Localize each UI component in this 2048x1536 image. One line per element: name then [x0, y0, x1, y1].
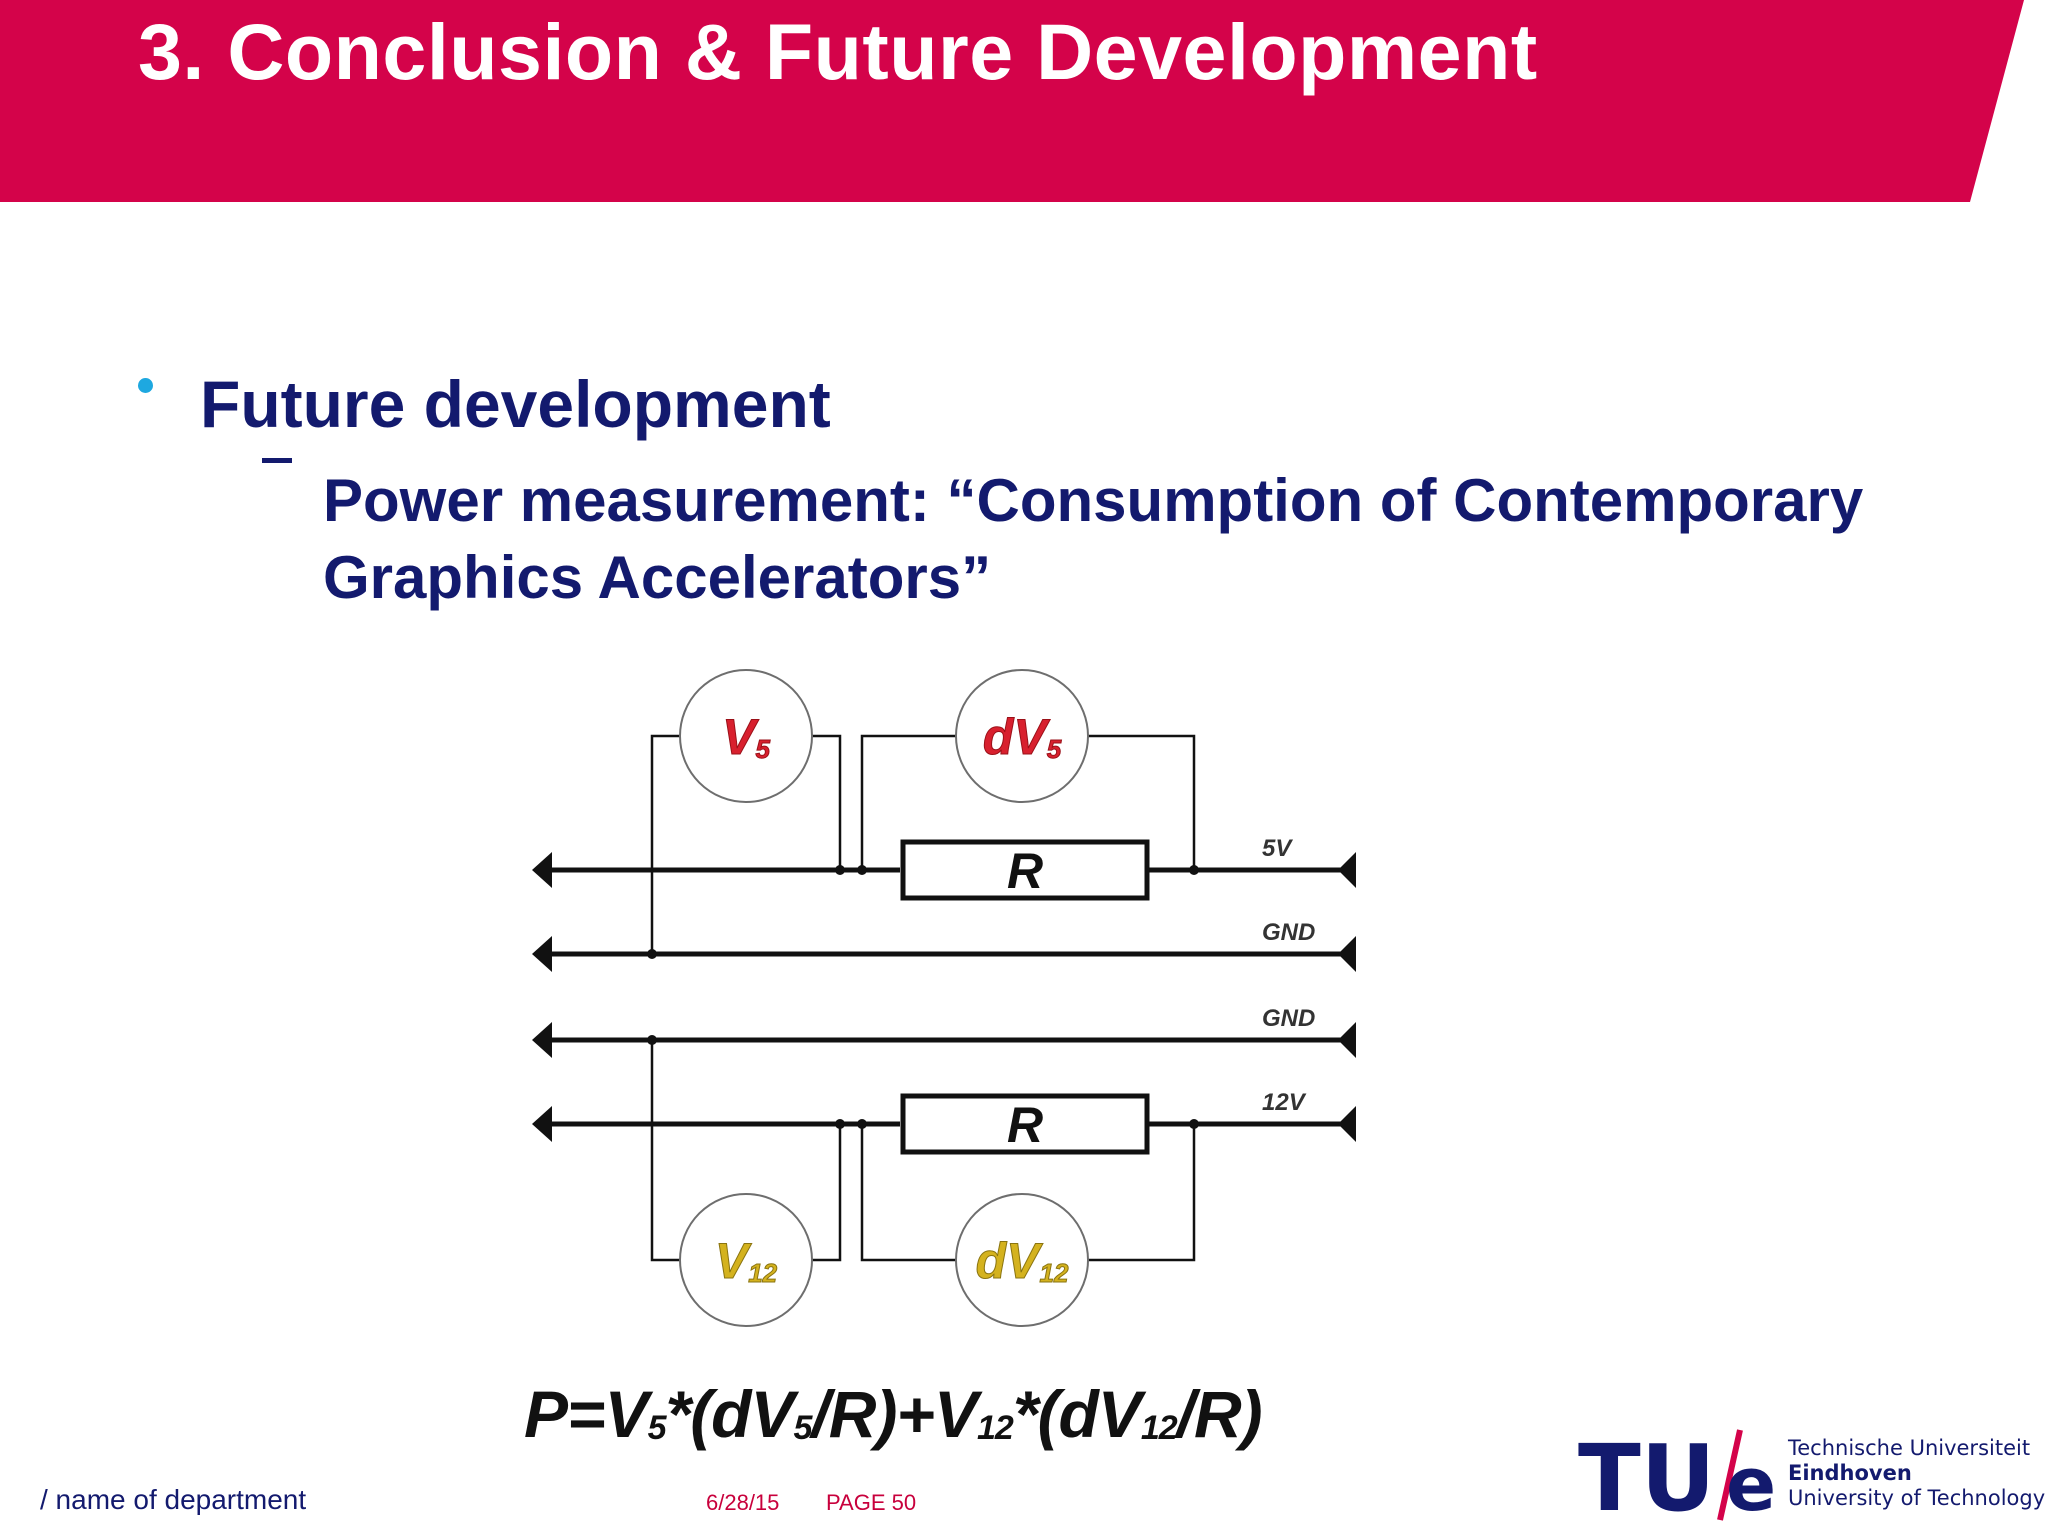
bullet-dot-icon	[138, 378, 153, 393]
resistor-5v-label: R	[1007, 843, 1043, 899]
formula-part: /R)+V	[811, 1377, 978, 1451]
meter-v12-subscript: 12	[748, 1258, 777, 1288]
header-banner-shape	[0, 0, 2024, 202]
wire-v12-left	[650, 1040, 680, 1262]
arrow-right-icon	[1338, 1106, 1356, 1142]
wire-v5-left	[650, 734, 680, 954]
sub-bullet-power-measurement: Power measurement: “Consumption of Conte…	[323, 467, 1864, 611]
rail-label-gnd2: GND	[1262, 1005, 1315, 1032]
logo-line-2: Eindhoven	[1788, 1461, 1912, 1485]
resistor-12v	[900, 1093, 1150, 1155]
footer-page-number: PAGE 50	[826, 1490, 917, 1515]
arrow-right-icon	[1338, 1022, 1356, 1058]
formula-subscript: 5	[647, 1409, 667, 1447]
formula-part: P=V	[524, 1377, 649, 1451]
meter-dv5	[955, 669, 1089, 803]
logo-line-1: Technische Universiteit	[1788, 1436, 2031, 1460]
formula-subscript: 12	[976, 1409, 1014, 1447]
power-formula: P=V5*(dV5/R)+V12*(dV12/R)	[524, 1376, 1263, 1452]
rail-label-12v: 12V	[1262, 1089, 1307, 1116]
wire-dv5-right	[1088, 734, 1196, 870]
wire-dv12-right	[1088, 1124, 1196, 1262]
footer-date: 6/28/15	[706, 1490, 780, 1515]
sub-bullet-dash-icon	[262, 458, 292, 463]
bullet-future-development: Future development	[200, 367, 831, 441]
rail-label-gnd1: GND	[1262, 919, 1315, 946]
formula-subscript: 12	[1140, 1409, 1178, 1447]
wire-v5-right	[812, 734, 842, 870]
footer-department: / name of department	[40, 1484, 307, 1515]
meter-dv12	[955, 1193, 1089, 1327]
arrow-left-icon	[532, 936, 552, 972]
resistor-5v	[900, 839, 1150, 901]
svg-text:V5: V5	[722, 709, 770, 765]
svg-text:dV5: dV5	[983, 709, 1062, 765]
junction-dot	[835, 865, 845, 875]
meter-dv5-subscript: 5	[1047, 734, 1062, 764]
svg-text:dV12: dV12	[976, 1233, 1069, 1289]
meter-v5-subscript: 5	[755, 734, 770, 764]
junction-dot	[647, 949, 657, 959]
arrow-right-icon	[1338, 936, 1356, 972]
arrow-left-icon	[532, 1106, 552, 1142]
formula-part: *(dV	[665, 1377, 795, 1451]
meter-v5	[679, 669, 813, 803]
svg-text:V12: V12	[715, 1233, 778, 1289]
tue-logo-text: Technische Universiteit Eindhoven Univer…	[1788, 1436, 2045, 1511]
arrow-left-icon	[532, 852, 552, 888]
rail-label-5v: 5V	[1262, 835, 1293, 862]
arrow-left-icon	[532, 1022, 552, 1058]
junction-dot	[647, 1035, 657, 1045]
formula-part: /R)	[1176, 1377, 1263, 1451]
junction-dot	[1189, 865, 1199, 875]
header-banner: 3. Conclusion & Future Development	[0, 0, 2048, 202]
slide-title: 3. Conclusion & Future Development	[138, 7, 1538, 96]
formula-subscript: 5	[793, 1409, 813, 1447]
meter-v12-label: V	[715, 1233, 752, 1289]
junction-dot	[1189, 1119, 1199, 1129]
junction-dot	[857, 865, 867, 875]
logo-mark-tu: TU	[1578, 1425, 1715, 1522]
formula-part: *(dV	[1012, 1377, 1142, 1451]
meter-v12	[679, 1193, 813, 1327]
logo-slash-icon	[1717, 1429, 1743, 1521]
junction-dot	[857, 1119, 867, 1129]
tue-logo-mark: TU e	[1578, 1425, 1776, 1522]
junction-dot	[835, 1119, 845, 1129]
meter-dv12-subscript: 12	[1039, 1258, 1068, 1288]
wire-v12-right	[812, 1124, 842, 1262]
resistor-12v-label: R	[1007, 1097, 1043, 1153]
meter-dv5-label: dV	[983, 709, 1051, 765]
wire-dv12-left	[860, 1124, 956, 1262]
logo-line-3: University of Technology	[1788, 1486, 2046, 1510]
meter-dv12-label: dV	[976, 1233, 1044, 1289]
wire-dv5-left	[860, 734, 956, 870]
logo-mark-e: e	[1726, 1442, 1776, 1522]
arrow-right-icon	[1338, 852, 1356, 888]
meter-v5-label: V	[722, 709, 759, 765]
tue-logo: TU e Technische Universiteit Eindhoven U…	[1578, 1422, 2045, 1522]
